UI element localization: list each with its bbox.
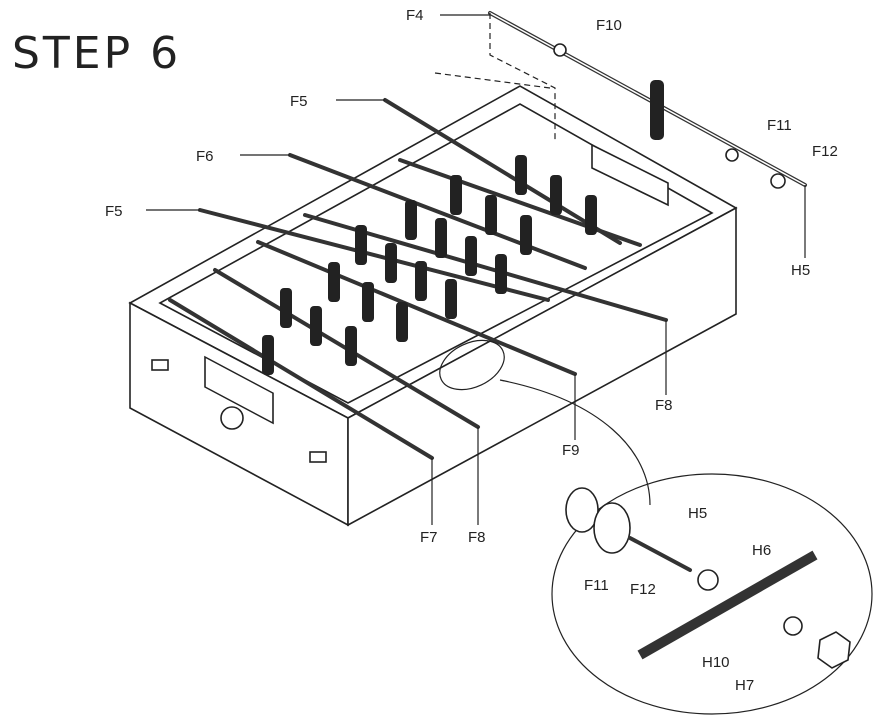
dashed-guide: [489, 13, 556, 140]
label-h5-top: H5: [791, 262, 810, 279]
f11-part: [565, 487, 599, 533]
rod-3: [198, 208, 550, 302]
label-f5-left: F5: [105, 203, 123, 220]
label-f10: F10: [596, 17, 622, 34]
leader-lines: [146, 14, 667, 525]
table-wall-section: [637, 550, 818, 660]
rod-1: [383, 98, 622, 245]
label-f7: F7: [420, 529, 438, 546]
goal-opening: [591, 143, 669, 207]
h6-nut: [697, 569, 719, 591]
label-h6: H6: [752, 542, 771, 559]
detail-callout: [439, 339, 873, 715]
label-h10: H10: [702, 654, 730, 671]
player: [396, 302, 408, 342]
side-slot-right: [309, 451, 327, 463]
h5-bolt: [628, 536, 692, 572]
player: [262, 335, 274, 375]
player: [450, 175, 462, 215]
player: [310, 306, 322, 346]
h10-washer: [783, 616, 803, 636]
score-slot: [204, 355, 274, 425]
exploded-player: [650, 80, 664, 140]
rod-2: [288, 153, 587, 270]
label-h5-detail: H5: [688, 505, 707, 522]
bumper: [553, 43, 567, 57]
player: [435, 218, 447, 258]
rod-6: [256, 240, 577, 376]
label-f9: F9: [562, 442, 580, 459]
label-f12-detail: F12: [630, 581, 656, 598]
table-right-side: [347, 206, 737, 527]
player: [280, 288, 292, 328]
washer: [725, 148, 739, 162]
label-f4: F4: [406, 7, 424, 24]
player: [445, 279, 457, 319]
detail-ellipse: [551, 473, 873, 715]
player: [495, 254, 507, 294]
label-f12-top: F12: [812, 143, 838, 160]
player: [485, 195, 497, 235]
player: [405, 200, 417, 240]
player: [362, 282, 374, 322]
label-f6: F6: [196, 148, 214, 165]
player: [385, 243, 397, 283]
exploded-rod: [434, 11, 807, 258]
step-title: STEP 6: [12, 28, 181, 79]
player: [345, 326, 357, 366]
callout-marker: [439, 339, 505, 391]
label-f8-right: F8: [655, 397, 673, 414]
player: [515, 155, 527, 195]
part-labels: F4 F10 F11 F12 H5 F5 F6 F5 F8 F9 F7 F8 H…: [105, 7, 838, 694]
ball-return-knob: [220, 406, 244, 430]
players: [262, 155, 597, 375]
label-f8-bottom: F8: [468, 529, 486, 546]
label-f11-detail: F11: [584, 577, 609, 594]
label-h7: H7: [735, 677, 754, 694]
h7-nut: [817, 631, 851, 669]
player: [355, 225, 367, 265]
player: [520, 215, 532, 255]
f12-part: [593, 502, 631, 554]
bearing: [770, 173, 786, 189]
player: [465, 236, 477, 276]
player: [328, 262, 340, 302]
label-f11-top: F11: [767, 117, 792, 134]
side-slot-left: [151, 359, 169, 371]
player: [585, 195, 597, 235]
rod-4: [168, 298, 434, 460]
player: [550, 175, 562, 215]
label-f5-upper: F5: [290, 93, 308, 110]
rod-8: [398, 158, 642, 247]
player: [415, 261, 427, 301]
